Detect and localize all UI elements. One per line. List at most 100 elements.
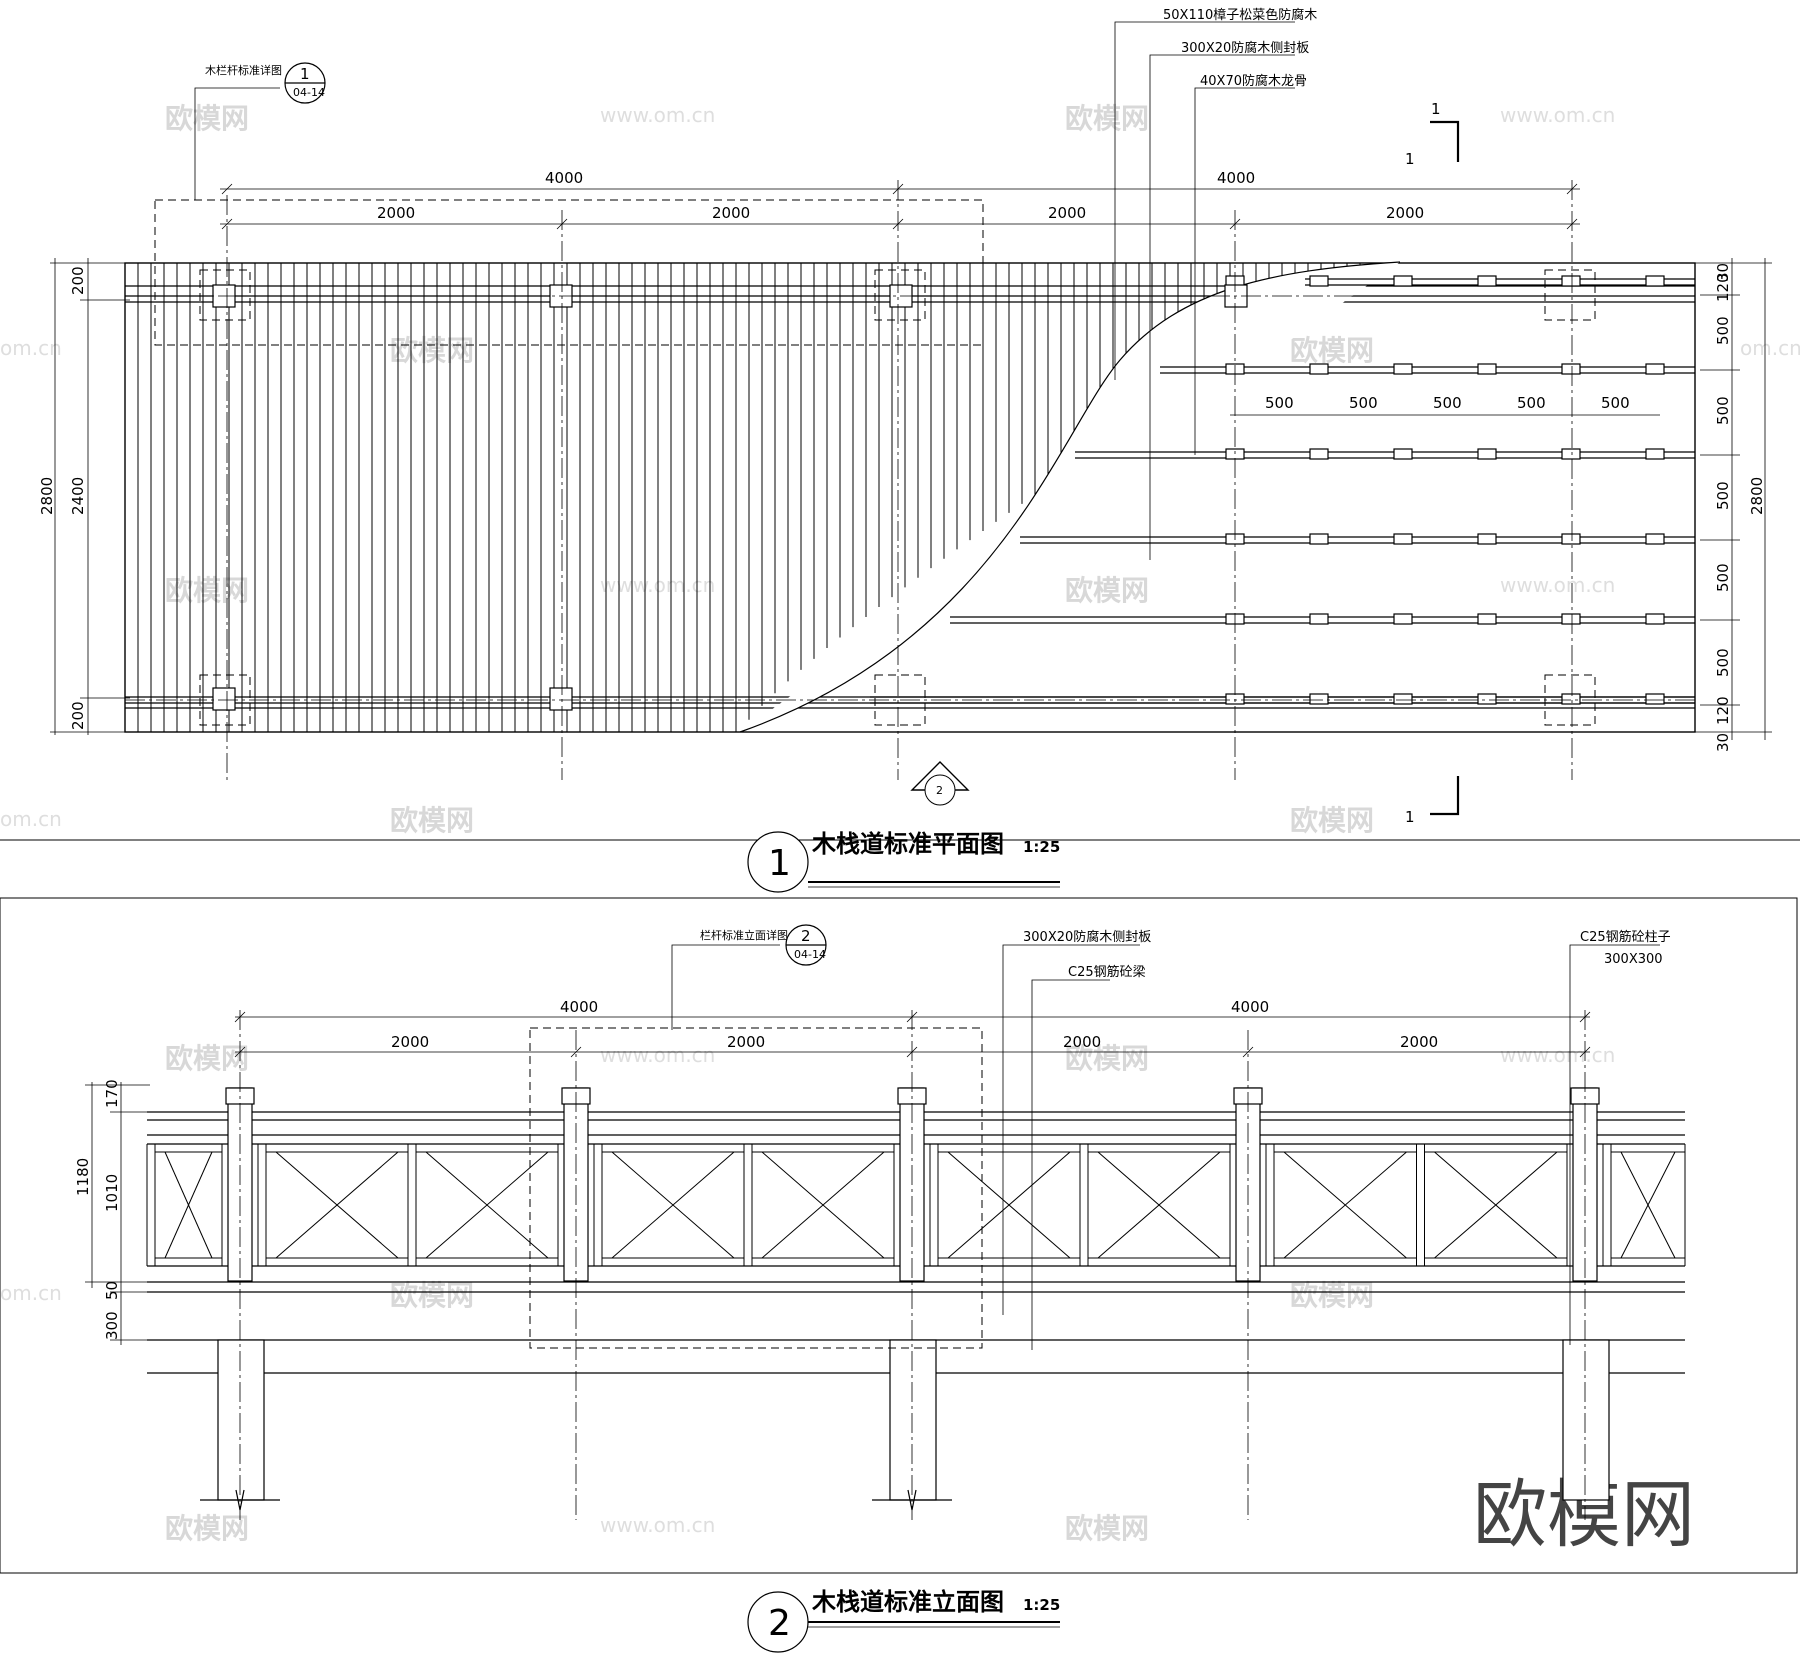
dim-top-outer: 4000 [560, 998, 598, 1016]
watermark-brand: 欧模网 [165, 1042, 249, 1075]
elevation-frame [0, 897, 1798, 1574]
watermark-url: www.om.cn [600, 1513, 715, 1537]
watermark-brand: 欧模网 [1290, 804, 1374, 837]
deck-clip [1645, 613, 1665, 625]
watermark-url: www.om.cn [1500, 1043, 1615, 1067]
plan-number: 1 [768, 843, 791, 884]
deck-clip [1309, 448, 1329, 460]
deck-clip [1477, 275, 1497, 287]
dim-left-outer: 1180 [74, 1158, 92, 1196]
dim-right-inner: 30 [1714, 263, 1732, 282]
panel-brace [947, 1151, 1071, 1259]
deck-clip [1645, 693, 1665, 705]
dim-right-inner: 500 [1714, 481, 1732, 510]
watermark-url: www.om.cn [600, 1043, 715, 1067]
panel-brace [1434, 1151, 1558, 1259]
dim-top-outer: 4000 [545, 169, 583, 187]
dim-right-inner: 500 [1714, 316, 1732, 345]
dim-left-inner: 170 [103, 1079, 121, 1108]
plan-view [0, 21, 1800, 893]
dim-left-inner: 200 [69, 266, 87, 295]
deck-clip [1393, 613, 1413, 625]
dim-top-outer: 4000 [1217, 169, 1255, 187]
cutaway-curve [739, 261, 1401, 733]
deck-clip [1645, 363, 1665, 375]
panel-brace [425, 1151, 549, 1259]
deck-clip [1477, 693, 1497, 705]
watermark-url: www.om.cn [1500, 573, 1615, 597]
railing-x-panels [146, 1144, 1686, 1266]
dim-mid: 500 [1265, 394, 1294, 412]
deck-clip [1393, 363, 1413, 375]
dim-left-inner: 1010 [103, 1174, 121, 1212]
plan-scale: 1:25 [1023, 838, 1060, 856]
dim-right-inner: 30 [1714, 733, 1732, 752]
deck-clip [1561, 693, 1581, 705]
section-mark-top-small: 1 [1431, 100, 1441, 118]
elevation-scale: 1:25 [1023, 1596, 1060, 1614]
watermark-brand: 欧模网 [1290, 1279, 1374, 1312]
deck-clip [1477, 448, 1497, 460]
elev-marker-num: 2 [936, 784, 943, 797]
dim-left-inner: 2400 [69, 477, 87, 515]
note-side-board: 300X20防腐木侧封板 [1181, 40, 1309, 56]
deck-clip [1561, 613, 1581, 625]
watermark-brand: 欧模网 [165, 574, 249, 607]
note-joist: 40X70防腐木龙骨 [1200, 73, 1307, 89]
deck-clip [1645, 448, 1665, 460]
deck-clip [1309, 693, 1329, 705]
watermark-brand: 欧模网 [1065, 1042, 1149, 1075]
panel-brace [761, 1151, 885, 1259]
section-mark-bottom: 1 [1405, 808, 1415, 826]
watermark-brand: 欧模网 [390, 1279, 474, 1312]
dim-mid: 500 [1517, 394, 1546, 412]
plan-text: 木栏杆标准详图 1 04-14 50X110樟子松菜色防腐木 300X20防腐木… [38, 7, 1766, 884]
deck-clip [1561, 533, 1581, 545]
dim-left-inner: 300 [103, 1311, 121, 1340]
dim-top-inner: 2000 [1386, 204, 1424, 222]
elevation-text: 栏杆标准立面详图 2 04-14 300X20防腐木侧封板 C25钢筋砼梁 C2… [74, 927, 1671, 1644]
elevation-number: 2 [768, 1603, 791, 1644]
watermark-brand: 欧模网 [390, 804, 474, 837]
dim-top-inner: 2000 [727, 1033, 765, 1051]
dim-top-inner: 2000 [1063, 1033, 1101, 1051]
dim-top-outer: 4000 [1231, 998, 1269, 1016]
concrete-columns [200, 1339, 1610, 1511]
dim-right-inner: 500 [1714, 648, 1732, 677]
deck-clip [1393, 448, 1413, 460]
note-column: C25钢筋砼柱子 [1580, 929, 1671, 945]
detail-outline [154, 199, 984, 346]
dim-mid: 500 [1349, 394, 1378, 412]
deck-clip [1477, 363, 1497, 375]
deck-clip [1561, 448, 1581, 460]
deck-clip [1309, 613, 1329, 625]
dim-right-inner: 120 [1714, 696, 1732, 725]
note-column-size: 300X300 [1604, 952, 1663, 967]
dim-right-inner: 120 [1714, 273, 1732, 302]
callout-num: 2 [801, 927, 811, 945]
dim-right-outer: 2800 [1748, 477, 1766, 515]
dim-right-inner: 500 [1714, 396, 1732, 425]
elevation-title: 木栈道标准立面图 [811, 1588, 1004, 1616]
watermark-brand: 欧模网 [1065, 1512, 1149, 1545]
dim-left-outer: 2800 [38, 477, 56, 515]
deck-clip [1645, 275, 1665, 287]
deck-clip [1645, 533, 1665, 545]
panel-brace [164, 1151, 213, 1259]
railing-posts-plan [212, 284, 1248, 711]
dim-left-inner: 50 [103, 1281, 121, 1300]
watermark-url: om.cn [0, 336, 62, 360]
dim-right-inner: 500 [1714, 563, 1732, 592]
watermark-url: www.om.cn [1500, 103, 1615, 127]
callout-sheet: 04-14 [794, 948, 826, 961]
watermark-brand: 欧模网 [1065, 574, 1149, 607]
watermark-brand: 欧模网 [165, 102, 249, 135]
deck-clip [1309, 533, 1329, 545]
watermark-layer: 欧模网 欧模网 www.om.cn www.om.cn 欧模网 欧模网 om.c… [0, 102, 1800, 1558]
dim-mid: 500 [1601, 394, 1630, 412]
panel-brace [1097, 1151, 1221, 1259]
watermark-brand: 欧模网 [1065, 102, 1149, 135]
deck-clip [1309, 363, 1329, 375]
dim-top-inner: 2000 [1048, 204, 1086, 222]
